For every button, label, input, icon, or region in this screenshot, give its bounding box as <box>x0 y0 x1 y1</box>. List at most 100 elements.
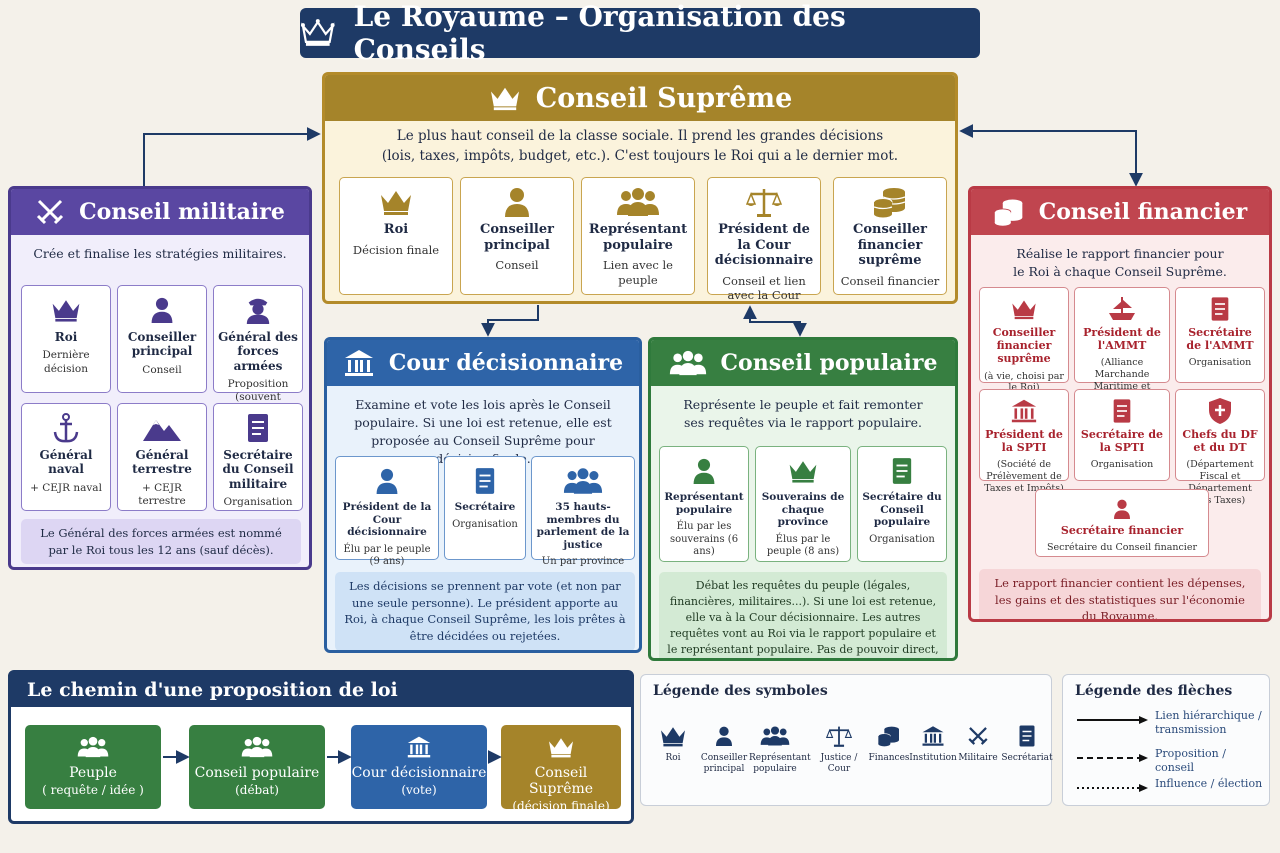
supreme-card-conseiller: Conseiller principal Conseil <box>460 177 574 295</box>
card-title: Secrétaire <box>454 501 516 513</box>
card-title: Roi <box>383 222 409 237</box>
financial-card-secretaire-ammt: Secrétaire de l'AMMT Organisation <box>1175 287 1265 383</box>
card-subtitle: Dernière décision <box>42 349 90 375</box>
card-subtitle: Lien avec le peuple <box>603 258 673 287</box>
financial-card-secretaire-financier: Secrétaire financier Secrétaire du Conse… <box>1035 489 1209 557</box>
person-icon <box>1114 499 1130 519</box>
document-icon <box>248 414 268 442</box>
card-subtitle: Organisation <box>1090 459 1154 471</box>
card-title: Secrétaire de l'AMMT <box>1186 326 1254 353</box>
crown-icon <box>300 19 335 46</box>
people-icon <box>563 468 603 494</box>
page-title-bar: Le Royaume – Organisation des Conseils <box>300 0 980 66</box>
institution-icon <box>344 350 373 376</box>
legend-label: Finances <box>868 753 910 763</box>
people-icon <box>669 350 706 376</box>
arrow-popular-supreme <box>743 305 807 337</box>
people-icon <box>77 736 109 758</box>
card-subtitle: Organisation <box>1188 357 1252 369</box>
card-title: Président de l'AMMT <box>1083 326 1161 353</box>
financial-card-secretaire-spti: Secrétaire de la SPTI Organisation <box>1074 389 1170 481</box>
person-icon <box>693 458 715 484</box>
court-card-hauts-membres: 35 hauts-membres du parlement de la just… <box>531 456 635 567</box>
card-subtitle: + CEJR naval <box>30 481 102 494</box>
military-card-roi: Roi Dernière décision <box>21 285 111 393</box>
legend-item: Roi <box>647 719 699 764</box>
legend-item: Institution <box>907 719 959 764</box>
supreme-desc-line-2: (lois, taxes, impôts, budget, etc.). C'e… <box>381 147 899 164</box>
popular-council-header: Conseil populaire <box>651 340 955 386</box>
card-title: Général terrestre <box>132 448 192 477</box>
legend-label: Institution <box>909 753 957 763</box>
legend-item: Militaire <box>952 719 1004 764</box>
popular-card-souverains: Souverains de chaque province Élus par l… <box>755 446 851 562</box>
scales-icon <box>746 189 782 217</box>
military-council: Conseil militaire Crée et finalise les s… <box>8 186 312 570</box>
dashed-arrow-icon <box>1077 754 1148 762</box>
page-title: Le Royaume – Organisation des Conseils <box>353 0 846 66</box>
path-arrows <box>163 750 502 764</box>
military-card-general-naval: Général naval + CEJR naval <box>21 403 111 511</box>
card-title: Secrétaire financier <box>1060 524 1184 537</box>
legend-arrow-label: Proposition / conseil <box>1155 747 1226 775</box>
path-step-supreme: Conseil Suprême (décision finale) <box>501 725 621 813</box>
supreme-card-representant: Représentant populaire Lien avec le peup… <box>581 177 695 295</box>
military-council-description: Crée et finalise les stratégies militair… <box>33 246 287 261</box>
path-step-conseil-populaire: Conseil populaire (débat) <box>189 725 325 809</box>
military-card-general-terrestre: Général terrestre + CEJR terrestre <box>117 403 207 511</box>
document-icon <box>1113 399 1131 423</box>
coins-icon <box>994 199 1023 226</box>
crown-icon <box>490 87 519 111</box>
supreme-card-conseiller-financier: Conseiller financier suprême Conseil fin… <box>833 177 947 295</box>
popular-council-title: Conseil populaire <box>720 350 938 376</box>
military-council-title: Conseil militaire <box>79 199 285 225</box>
financial-card-president-ammt: Président de l'AMMT (Alliance Marchande … <box>1074 287 1170 404</box>
card-title: Conseiller financier suprême <box>853 222 927 269</box>
shield-icon <box>1209 398 1231 424</box>
court-council-header: Cour décisionnaire <box>327 340 639 386</box>
arrow-military-supreme <box>143 127 321 186</box>
card-subtitle: Conseil et lien avec la Cour <box>722 273 806 303</box>
card-subtitle: Élu par les souverains (6 ans) <box>669 521 739 558</box>
financial-council-description: Réalise le rapport financier pour le Roi… <box>1013 246 1227 280</box>
military-card-secretaire: Secrétaire du Conseil militaire Organisa… <box>213 403 303 511</box>
step-subtitle: (débat) <box>235 783 279 797</box>
financial-council-header: Conseil financier <box>971 189 1269 235</box>
crown-icon <box>661 727 685 747</box>
step-title: Conseil populaire <box>194 765 320 781</box>
card-subtitle: (Société de Prélèvement de Taxes et Impô… <box>984 459 1064 495</box>
arrow-supreme-financial <box>959 124 1143 187</box>
military-card-conseiller: Conseiller principal Conseil <box>117 285 207 393</box>
card-title: Président de la Cour décisionnaire <box>342 501 432 539</box>
legend-symbols-title: Légende des symboles <box>653 683 828 699</box>
legend-label: Représentant populaire <box>749 753 811 775</box>
financial-council-title: Conseil financier <box>1038 199 1248 225</box>
legend-arrow-label: Influence / élection <box>1155 777 1263 790</box>
card-subtitle: (à vie, choisi par le Roi) <box>984 370 1064 394</box>
supreme-card-president-cour: Président de la Cour décisionnaire Conse… <box>707 177 821 301</box>
document-icon <box>1211 297 1229 321</box>
card-title: Général des forces armées <box>218 330 298 373</box>
step-title: Cour décisionnaire <box>351 765 487 781</box>
financial-card-conseiller-supreme: Conseiller financier suprême (à vie, cho… <box>979 287 1069 393</box>
mountain-icon <box>143 420 181 441</box>
person-icon <box>505 188 529 217</box>
path-step-peuple: Peuple ( requête / idée ) <box>25 725 161 809</box>
legend-label: Roi <box>665 753 681 763</box>
supreme-council: Conseil Suprême Le plus haut conseil de … <box>322 72 958 304</box>
step-title: Peuple <box>69 765 117 781</box>
legend-item: Secrétariat <box>1001 719 1053 764</box>
step-subtitle: ( requête / idée ) <box>42 783 144 797</box>
step-subtitle: (vote) <box>401 783 437 797</box>
card-subtitle: + CEJR terrestre <box>138 481 186 507</box>
legend-item: Représentant populaire <box>749 719 811 776</box>
legend-arrows-title: Légende des flèches <box>1075 683 1233 699</box>
card-subtitle: Organisation <box>223 496 293 509</box>
card-title: Représentant populaire <box>664 491 744 516</box>
swords-icon <box>37 199 64 225</box>
people-icon <box>617 188 659 216</box>
financial-card-president-spti: Président de la SPTI (Société de Prélève… <box>979 389 1069 494</box>
person-icon <box>151 297 173 323</box>
card-title: Représentant populaire <box>588 222 688 253</box>
legend-symbols: Légende des symboles Roi Conseiller prin… <box>640 674 1053 806</box>
